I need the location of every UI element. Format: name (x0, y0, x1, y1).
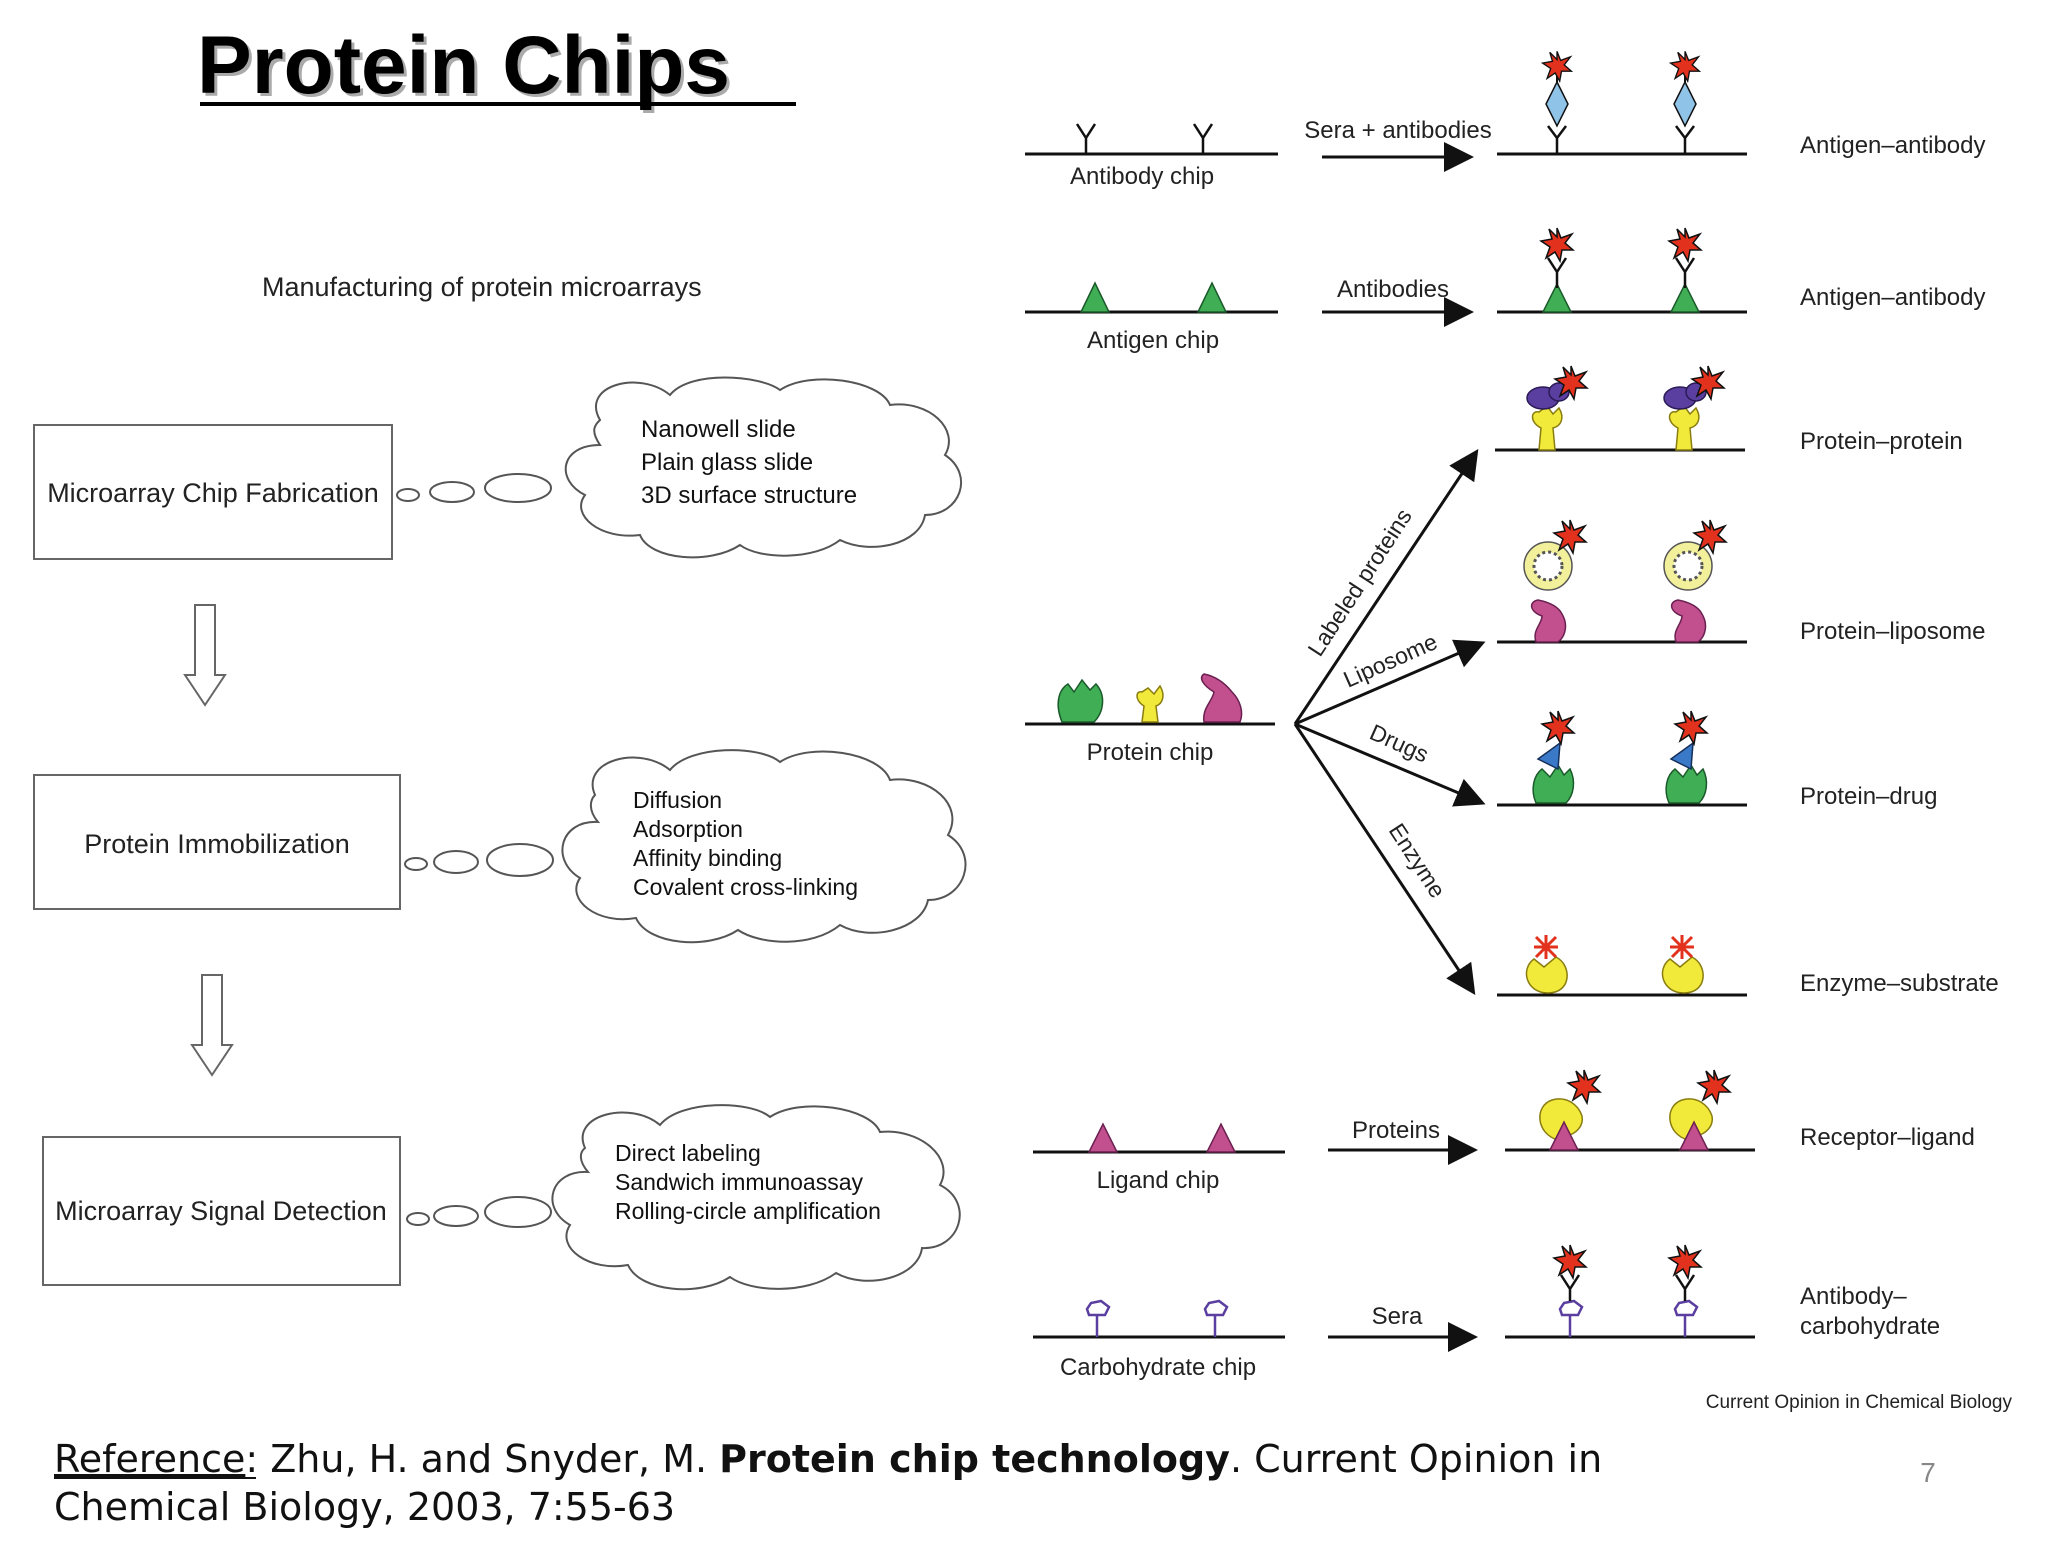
label-antigen-chip: Antigen chip (1087, 327, 1219, 354)
result-label-antibody-carbohydrate-1: Antibody– (1800, 1283, 1907, 1310)
reference-prefix: Reference (54, 1437, 245, 1481)
reference-line-2: Chemical Biology, 2003, 7:55-63 (54, 1485, 675, 1529)
result-antigen-antibody-2 (1497, 227, 1747, 314)
reference-line-1: Reference: Zhu, H. and Snyder, M. Protei… (54, 1437, 1602, 1481)
step-label-immobilization: Protein Immobilization (84, 829, 350, 859)
reagent-sera: Sera (1372, 1303, 1423, 1330)
protein-chip (1025, 673, 1275, 726)
reagent-enzyme: Enzyme (1384, 819, 1451, 903)
result-antigen-antibody-1 (1497, 50, 1747, 156)
carbohydrate-chip (1033, 1299, 1285, 1339)
step-box-detection (42, 1136, 401, 1286)
result-label-antigen-antibody-1: Antigen–antibody (1800, 132, 1985, 159)
down-arrow-2 (190, 974, 234, 1077)
step-box-immobilization (33, 774, 401, 910)
thought-bubble-large (484, 473, 552, 503)
thought-bubble-medium (429, 481, 475, 503)
label-antibody-chip: Antibody chip (1070, 163, 1214, 190)
result-protein-protein (1495, 365, 1745, 452)
page-number: 7 (1920, 1457, 1936, 1488)
result-protein-drug (1497, 710, 1747, 807)
cloud-fabrication (564, 376, 963, 559)
reference-sep: : (245, 1437, 270, 1481)
detail-diffusion: Diffusion (633, 787, 722, 813)
thought-bubble-large (484, 1196, 552, 1228)
reagent-proteins: Proteins (1352, 1117, 1440, 1144)
arrow-enzyme (1293, 723, 1476, 995)
result-label-protein-protein: Protein–protein (1800, 428, 1963, 455)
result-antibody-carbohydrate (1505, 1244, 1755, 1339)
label-ligand-chip: Ligand chip (1097, 1167, 1220, 1194)
label-carbohydrate-chip: Carbohydrate chip (1060, 1354, 1256, 1381)
thought-bubble-small (406, 1212, 430, 1226)
arrow-drugs (1294, 722, 1486, 807)
figure-source: Current Opinion in Chemical Biology (1706, 1392, 2013, 1413)
detail-covalent: Covalent cross-linking (633, 874, 858, 900)
detail-direct-labeling: Direct labeling (615, 1140, 761, 1166)
page-title-shadow: Protein Chips (200, 23, 733, 114)
result-label-enzyme-substrate: Enzyme–substrate (1800, 970, 1999, 997)
reference-article: Protein chip technology (719, 1437, 1230, 1481)
result-label-protein-drug: Protein–drug (1800, 783, 1937, 810)
detail-sandwich: Sandwich immunoassay (615, 1169, 864, 1195)
arrow-liposome (1294, 639, 1486, 726)
label-protein-chip: Protein chip (1087, 739, 1214, 766)
thought-bubble-small (404, 857, 428, 871)
result-label-antibody-carbohydrate-2: carbohydrate (1800, 1313, 1940, 1340)
cloud-detection (551, 1104, 961, 1291)
result-label-receptor-ligand: Receptor–ligand (1800, 1124, 1975, 1151)
reagent-antibodies: Antibodies (1337, 276, 1449, 303)
result-enzyme-substrate (1497, 935, 1747, 997)
result-label-protein-liposome: Protein–liposome (1800, 618, 1985, 645)
detail-adsorption: Adsorption (633, 816, 743, 842)
reference-journal: . Current Opinion in (1230, 1437, 1602, 1481)
step-label-fabrication: Microarray Chip Fabrication (47, 478, 379, 508)
manufacturing-heading: Manufacturing of protein microarrays (262, 272, 702, 302)
reagent-drugs: Drugs (1366, 719, 1433, 768)
ligand-chip (1033, 1122, 1285, 1154)
detail-plain-glass: Plain glass slide (641, 449, 813, 476)
thought-bubble-small (396, 488, 420, 502)
detail-3d-surface: 3D surface structure (641, 482, 857, 509)
thought-bubble-medium (433, 850, 479, 874)
result-label-antigen-antibody-2: Antigen–antibody (1800, 284, 1985, 311)
reference-authors: Zhu, H. and Snyder, M. (270, 1437, 719, 1481)
arrow-labeled-proteins (1293, 449, 1479, 725)
cloud-immobilization (561, 749, 967, 944)
thought-bubble-large (486, 843, 554, 877)
thought-bubble-medium (433, 1205, 479, 1227)
step-box-fabrication (33, 424, 393, 560)
detail-rolling-circle: Rolling-circle amplification (615, 1198, 881, 1224)
down-arrow-1 (183, 604, 227, 707)
step-label-detection: Microarray Signal Detection (55, 1196, 387, 1226)
antigen-chip (1025, 281, 1278, 314)
result-receptor-ligand (1505, 1069, 1755, 1152)
page-title: Protein Chips (197, 20, 730, 111)
detail-affinity: Affinity binding (633, 845, 782, 871)
reagent-labeled-proteins: Labeled proteins (1302, 504, 1416, 661)
antibody-chip (1025, 122, 1278, 156)
reagent-sera-antibodies: Sera + antibodies (1304, 117, 1491, 144)
result-protein-liposome (1497, 519, 1747, 644)
detail-nanowell: Nanowell slide (641, 416, 796, 443)
